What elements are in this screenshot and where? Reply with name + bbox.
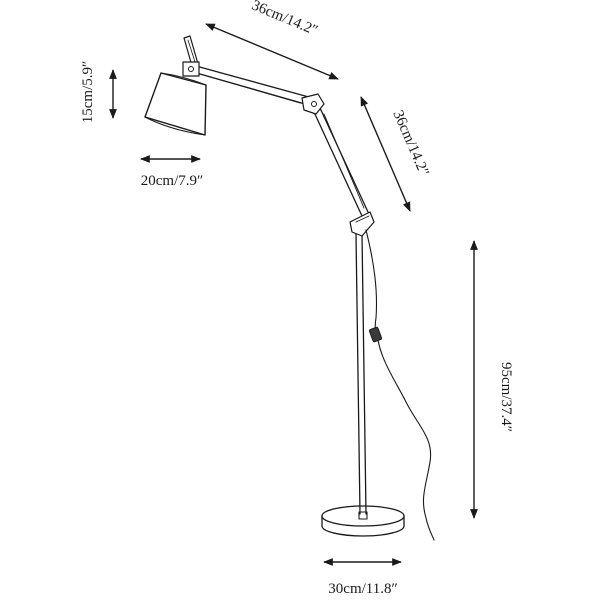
lamp-shade xyxy=(144,72,207,136)
power-cord xyxy=(365,229,435,541)
dimension-lines xyxy=(109,23,478,566)
lamp-base xyxy=(321,505,405,537)
arm-lower-label: 36cm/14.2″ xyxy=(389,108,431,179)
inline-switch xyxy=(368,326,383,343)
lamp-drawing xyxy=(144,35,435,541)
base-width-label: 30cm/11.8″ xyxy=(328,581,397,597)
elbow-joint xyxy=(301,93,325,115)
arm-upper-dimension-arrow xyxy=(205,23,339,80)
pole-joint xyxy=(349,211,375,237)
lamp-lower-arm xyxy=(313,107,369,217)
arm-upper-label: 36cm/14.2″ xyxy=(249,0,320,39)
lamp-height-label: 95cm/37.4″ xyxy=(498,362,514,432)
lamp-upper-arm xyxy=(192,65,317,107)
shade-bracket xyxy=(182,61,200,77)
shade-height-label: 15cm/5.9″ xyxy=(80,61,96,124)
lamp-pole xyxy=(355,233,367,515)
shade-width-label: 20cm/7.9″ xyxy=(141,173,204,189)
arm-lower-dimension-arrow xyxy=(360,96,411,212)
dimension-labels: 36cm/14.2″ 36cm/14.2″ 15cm/5.9″ 20cm/7.9… xyxy=(80,0,514,597)
